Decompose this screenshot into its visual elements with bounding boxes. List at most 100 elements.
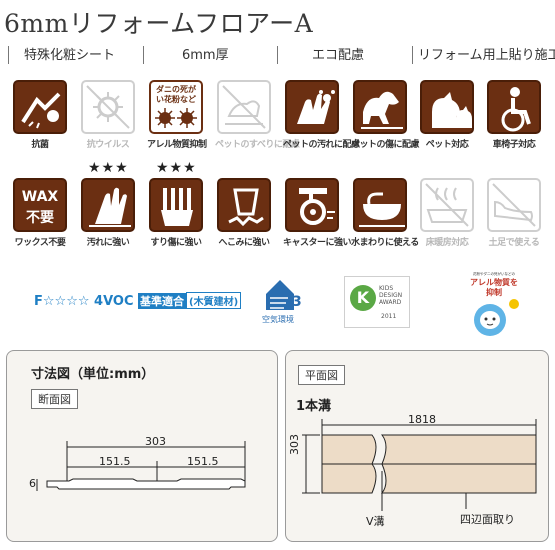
mascot-bubble-small: 花粉やダニの死がいなどの — [473, 272, 515, 276]
feature-pet-scratch: ペットの傷に配慮 — [351, 80, 420, 150]
allergen-icon: ダニの死がい花粉など — [149, 80, 203, 134]
feature-label: 汚れに強い — [86, 238, 130, 248]
feature-shoes: 土足で使える — [485, 178, 543, 248]
voc-label: 4VOC — [94, 294, 134, 309]
dimension-panel: 寸法図（単位:mm） 断面図 303 151.5 151.5 6 — [6, 350, 278, 542]
air-environment-label: 空気環境 — [262, 315, 294, 324]
floor-heating-icon — [420, 178, 474, 232]
antibacterial-icon — [13, 80, 67, 134]
feature-antibacterial: 抗菌 — [11, 80, 69, 150]
feature-label: アレル物質抑制 — [147, 140, 207, 150]
chamfer-label: 四辺面取り — [460, 513, 515, 526]
category-reform: リフォーム用上貼り施工 — [418, 48, 555, 63]
allergen-mascot-badge: 花粉やダニの死がいなどの アレル物質を抑制 — [462, 272, 522, 338]
feature-icon-row-2: WAX 不要 ワックス不要 汚れに強い すり傷に強い へこ — [0, 178, 555, 268]
cross-section-label: 断面図 — [31, 389, 78, 409]
allergen-box-text: ダニの死がい花粉など — [156, 85, 196, 104]
half-width-right-value: 151.5 — [187, 455, 219, 468]
feature-scratch-resistant: すり傷に強い — [147, 178, 205, 248]
kids-award-year: 2011 — [381, 313, 397, 320]
feature-label: ペットのすべりに配慮 — [215, 140, 300, 150]
wax-free-text: 不要 — [26, 210, 54, 226]
pet-icon — [420, 80, 474, 134]
feature-label: キャスターに強い — [283, 238, 352, 248]
category-6mm: 6mm厚 — [182, 48, 229, 63]
feature-label: すり傷に強い — [150, 238, 202, 248]
f-star-rating: F☆☆☆☆ — [34, 294, 90, 309]
feature-label: 水まわりに使える — [351, 238, 419, 248]
feature-antivirus: 抗ウイルス — [79, 80, 137, 150]
category-divider — [143, 46, 144, 64]
plan-drawing — [302, 419, 537, 511]
total-width-value: 303 — [145, 435, 166, 448]
feature-label: ペット対応 — [425, 140, 469, 150]
house-icon — [266, 280, 294, 310]
feature-caster-resistant: キャスターに強い — [283, 178, 352, 248]
stain-resistant-icon — [81, 178, 135, 232]
dent-resistant-icon — [217, 178, 271, 232]
certification-badges: F☆☆☆☆ 4VOC 基準適合(木質建材) 3 空気環境 K KIDS DESI… — [0, 270, 555, 340]
scratch-rating-stars: ★★★ — [156, 160, 197, 176]
kids-design-award-badge: K KIDS DESIGN AWARD 2011 — [344, 276, 410, 328]
kids-award-line1: KIDS — [379, 285, 394, 292]
feature-pet: ペット対応 — [418, 80, 476, 150]
caster-resistant-icon — [285, 178, 339, 232]
feature-pet-stain: ペットの汚れに配慮 — [283, 80, 360, 150]
feature-label: ワックス不要 — [14, 238, 66, 248]
feature-icon-row-1: 抗菌 抗ウイルス ダニの死がい花粉など アレル物質抑制 — [0, 80, 555, 170]
feature-pet-slip: ペットのすべりに配慮 — [215, 80, 300, 150]
pet-slip-icon — [217, 80, 271, 134]
plan-width-value: 303 — [288, 434, 301, 455]
wheelchair-icon — [487, 80, 541, 134]
category-divider — [8, 46, 9, 64]
wax-text: WAX — [21, 189, 59, 205]
pet-stain-icon — [285, 80, 339, 134]
page-title: 6mmリフォームフロアーA — [4, 9, 314, 38]
cross-section-drawing — [36, 441, 246, 491]
feature-water-area: 水まわりに使える — [351, 178, 419, 248]
groove-label: 1本溝 — [296, 399, 332, 414]
air-environment-number: 3 — [292, 294, 302, 310]
antivirus-icon — [81, 80, 135, 134]
water-area-icon — [353, 178, 407, 232]
stain-rating-stars: ★★★ — [88, 160, 129, 176]
feature-allergen: ダニの死がい花粉など アレル物質抑制 — [147, 80, 207, 150]
feature-wheelchair: 車椅子対応 — [485, 80, 543, 150]
feature-label: へこみに強い — [218, 238, 270, 248]
mascot-icon — [474, 299, 519, 336]
feature-label: 抗ウイルス — [86, 140, 130, 150]
pet-scratch-icon — [353, 80, 407, 134]
air-environment-badge: 3 空気環境 — [262, 276, 302, 326]
feature-label: ペットの汚れに配慮 — [283, 140, 360, 150]
voc-material-tag: (木質建材) — [186, 292, 242, 309]
plan-panel: 平面図 1本溝 1818 303 V溝 四辺面取り — [285, 350, 549, 542]
wax-free-icon: WAX 不要 — [13, 178, 67, 232]
half-width-left-value: 151.5 — [99, 455, 131, 468]
feature-label: 車椅子対応 — [492, 140, 536, 150]
category-eco: エコ配慮 — [312, 48, 365, 63]
f-star-4voc-badge: F☆☆☆☆ 4VOC 基準適合(木質建材) — [34, 292, 242, 309]
feature-label: 床暖房対応 — [425, 238, 469, 248]
category-divider — [412, 46, 413, 64]
feature-floor-heating: 床暖房対応 — [418, 178, 476, 248]
category-divider — [277, 46, 278, 64]
thickness-value: 6 — [29, 477, 36, 490]
kids-award-line3: AWARD — [379, 299, 402, 306]
feature-wax-free: WAX 不要 ワックス不要 — [11, 178, 69, 248]
shoes-icon — [487, 178, 541, 232]
plan-title: 平面図 — [298, 365, 345, 385]
feature-label: 抗菌 — [31, 140, 49, 150]
category-header-row: 特殊化粧シート 6mm厚 エコ配慮 リフォーム用上貼り施工 — [0, 44, 555, 66]
scratch-resistant-icon — [149, 178, 203, 232]
feature-stain-resistant: 汚れに強い — [79, 178, 137, 248]
dimension-title: 寸法図（単位:mm） — [31, 367, 155, 382]
category-special-sheet: 特殊化粧シート — [24, 48, 116, 63]
feature-label: 土足で使える — [488, 238, 540, 248]
kids-award-line2: DESIGN — [379, 292, 403, 299]
feature-dent-resistant: へこみに強い — [215, 178, 273, 248]
kids-award-logo-icon: K — [350, 285, 376, 311]
mascot-bubble-text: アレル物質を抑制 — [470, 278, 518, 297]
v-groove-label: V溝 — [366, 515, 385, 528]
feature-label: ペットの傷に配慮 — [351, 140, 420, 150]
plan-length-value: 1818 — [408, 413, 436, 426]
